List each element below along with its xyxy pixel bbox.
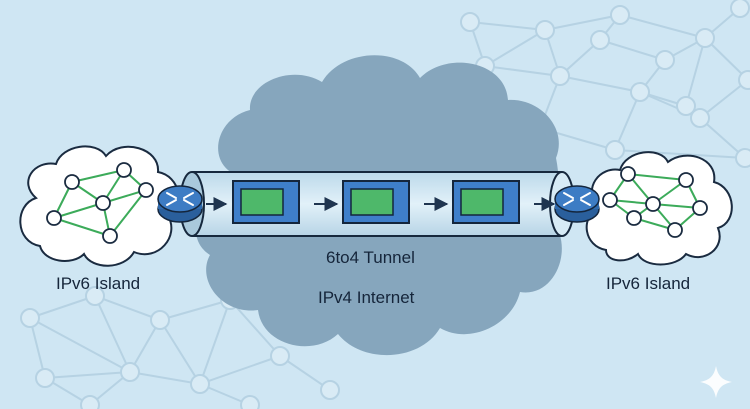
mesh-node [85, 286, 105, 306]
mesh-node [610, 5, 630, 25]
internet-label: IPv4 Internet [318, 288, 415, 307]
mesh-node [730, 0, 750, 18]
mesh-node [120, 362, 140, 382]
mesh-node [20, 308, 40, 328]
mesh-node [695, 28, 715, 48]
ipv6-link [109, 189, 147, 237]
packets [232, 180, 520, 224]
packet-payload [350, 188, 394, 216]
mesh-link [94, 295, 131, 373]
ipv6-node [626, 210, 642, 226]
mesh-link [29, 317, 46, 379]
ipv6-link [53, 217, 111, 237]
ipv6-node [64, 174, 80, 190]
ipv6-link [71, 169, 125, 183]
mesh-node [190, 374, 210, 394]
mesh-link [279, 355, 331, 391]
mesh-link [484, 29, 546, 67]
mesh-node [240, 395, 260, 409]
router-icon [157, 185, 203, 223]
mesh-link [469, 21, 546, 31]
mesh-link [599, 39, 666, 61]
mesh-link [44, 371, 131, 379]
ipv6-node [678, 172, 694, 188]
ipv6-node [620, 166, 636, 182]
mesh-node [605, 140, 625, 160]
mesh-link [484, 65, 561, 77]
mesh-node [35, 368, 55, 388]
mesh-node [80, 395, 100, 409]
mesh-link [619, 14, 706, 39]
mesh-link [199, 355, 281, 385]
ipv6-link [627, 173, 687, 181]
mesh-link [685, 37, 706, 107]
ipv6-node [667, 222, 683, 238]
mesh-link [29, 295, 96, 319]
mesh-node [690, 108, 710, 128]
mesh-link [129, 319, 161, 373]
mesh-link [129, 371, 201, 385]
mesh-node [655, 50, 675, 70]
tunnel-label: 6to4 Tunnel [326, 248, 415, 267]
mesh-node [550, 66, 570, 86]
mesh-link [29, 317, 131, 373]
router-icon [554, 185, 600, 223]
ipv6-node [46, 210, 62, 226]
mesh-node [676, 96, 696, 116]
mesh-node [630, 82, 650, 102]
mesh-link [699, 117, 746, 159]
ipv6-node [692, 200, 708, 216]
mesh-node [150, 310, 170, 330]
ipv6-node [116, 162, 132, 178]
mesh-node [535, 20, 555, 40]
left-ipv6-mesh [46, 162, 154, 244]
mesh-link [94, 295, 161, 321]
mesh-node [735, 148, 750, 168]
routers [157, 185, 600, 223]
sparkle-icon [700, 366, 732, 398]
packet-payload [460, 188, 504, 216]
mesh-link [159, 299, 231, 321]
mesh-link [704, 37, 749, 81]
ipv6-link [53, 202, 104, 219]
right-island-label: IPv6 Island [606, 274, 691, 293]
ipv6-node [102, 228, 118, 244]
right-ipv6-mesh [602, 166, 708, 238]
ipv6-node [95, 195, 111, 211]
ipv6-node [645, 196, 661, 212]
mesh-node [270, 346, 290, 366]
mesh-link [614, 149, 746, 159]
mesh-link [199, 299, 231, 385]
mesh-link [699, 79, 749, 119]
ipv6-node [138, 182, 154, 198]
packet-payload [240, 188, 284, 216]
left-island-label: IPv6 Island [56, 274, 141, 293]
mesh-link [544, 14, 621, 31]
mesh-link [559, 75, 641, 93]
mesh-link [159, 319, 201, 385]
mesh-link [614, 91, 641, 151]
mesh-node [320, 380, 340, 400]
mesh-node [590, 30, 610, 50]
mesh-node [738, 70, 750, 90]
mesh-link [229, 299, 281, 357]
ipv6-node [602, 192, 618, 208]
mesh-node [460, 12, 480, 32]
